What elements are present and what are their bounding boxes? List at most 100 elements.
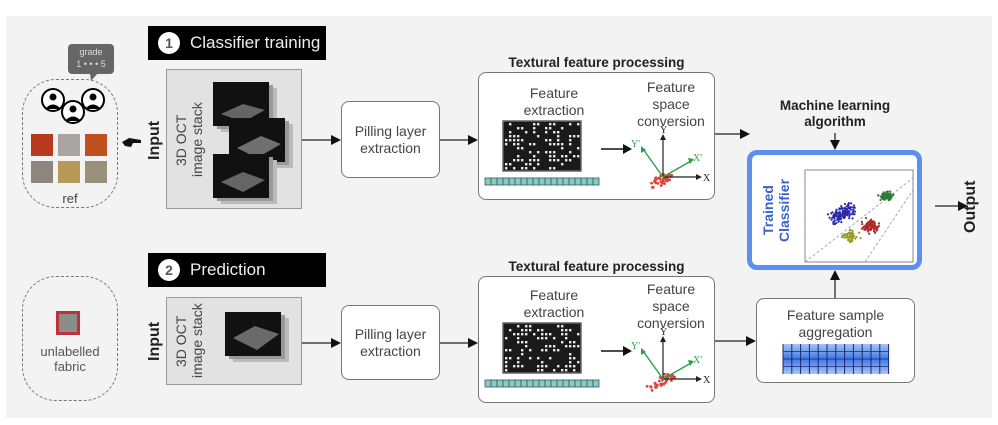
label-line-1: unlabelled bbox=[40, 344, 100, 359]
axis-x-label: X bbox=[703, 375, 711, 386]
label-line-1: Pilling layer bbox=[354, 122, 427, 139]
fabric-swatch bbox=[58, 161, 80, 183]
scatter-point bbox=[839, 215, 842, 218]
scatter-point bbox=[877, 222, 881, 225]
scatter-point bbox=[848, 228, 851, 232]
pilling-extraction-box-top: Pilling layer extraction bbox=[341, 101, 440, 178]
prediction-banner: 2 Prediction bbox=[148, 253, 326, 287]
scatter-point bbox=[864, 216, 868, 220]
scatter-point bbox=[844, 211, 847, 215]
scatter-point bbox=[851, 217, 854, 220]
scatter-point bbox=[841, 210, 845, 213]
scatter-point bbox=[872, 221, 875, 224]
label-line-2: extraction bbox=[523, 304, 585, 320]
pointing-hand-icon bbox=[122, 138, 141, 147]
scatter-point bbox=[851, 206, 855, 209]
label-line-3: conversion bbox=[637, 113, 705, 129]
fabric-swatch bbox=[85, 134, 107, 156]
scatter-point bbox=[832, 221, 835, 224]
scatter-point bbox=[882, 197, 885, 200]
cluster-scatter-plot bbox=[804, 169, 914, 263]
label-line-2: aggregation bbox=[798, 324, 873, 340]
scatter-point bbox=[847, 201, 850, 205]
feature-vector-icon bbox=[484, 177, 600, 186]
textural-heading-bottom: Textural feature processing bbox=[508, 259, 685, 274]
scatter-point bbox=[846, 210, 849, 214]
label-line-1: Feature bbox=[646, 79, 696, 95]
arrow-right-icon bbox=[601, 346, 632, 356]
label-line-1: Feature sample bbox=[786, 307, 885, 323]
feature-extraction-label: Feature extraction bbox=[499, 287, 609, 321]
feature-aggregation-label: Feature sample aggregation bbox=[757, 307, 914, 341]
textural-heading-top: Textural feature processing bbox=[508, 55, 685, 70]
scatter-point bbox=[892, 193, 895, 196]
scatter-point bbox=[835, 212, 838, 215]
scatter-point bbox=[872, 224, 875, 227]
scatter-point bbox=[837, 220, 840, 223]
reference-swatches bbox=[31, 134, 111, 190]
scatter-point bbox=[879, 198, 882, 202]
scatter-point bbox=[838, 213, 841, 216]
axis-y-prime-label: Y' bbox=[631, 341, 640, 352]
oct-stack-box-top: 3D OCT image stack bbox=[166, 69, 302, 209]
scatter-point bbox=[843, 215, 846, 218]
arrow-right-icon bbox=[601, 144, 632, 154]
pca-axes-icon: YXX'Y' bbox=[631, 327, 711, 392]
scatter-point bbox=[852, 208, 855, 211]
scatter-point bbox=[877, 194, 880, 197]
scatter-point bbox=[867, 221, 870, 224]
scatter-point bbox=[851, 210, 855, 213]
scatter-point bbox=[840, 220, 843, 224]
label-line-2: extraction bbox=[360, 139, 421, 156]
classifier-training-banner: 1 Classifier training bbox=[148, 26, 326, 60]
feature-extraction-label: Feature extraction bbox=[499, 85, 609, 119]
scatter-point bbox=[874, 225, 877, 228]
bubble-line-2: 1 • • • 5 bbox=[76, 59, 106, 69]
scatter-point bbox=[843, 202, 847, 206]
scatter-point bbox=[874, 231, 877, 234]
ml-algorithm-label: Machine learning algorithm bbox=[755, 98, 915, 130]
reference-group bbox=[22, 79, 118, 208]
scatter-point bbox=[879, 195, 882, 198]
label-line-2: extraction bbox=[360, 342, 421, 359]
scatter-point bbox=[828, 216, 831, 219]
label-line-2: space bbox=[652, 298, 690, 314]
oct-image-icon bbox=[225, 312, 289, 362]
scatter-point bbox=[848, 213, 851, 216]
label-line-3: conversion bbox=[637, 315, 705, 331]
scatter-point bbox=[885, 194, 888, 197]
scatter-point bbox=[851, 233, 855, 236]
scatter-point bbox=[875, 227, 878, 230]
bubble-line-1: grade bbox=[79, 47, 103, 57]
axis-y-label: Y bbox=[660, 125, 667, 136]
pilling-extraction-box-bottom: Pilling layer extraction bbox=[341, 305, 440, 380]
scatter-point bbox=[851, 213, 855, 216]
scatter-point bbox=[865, 222, 868, 226]
scatter-point bbox=[852, 235, 855, 238]
scatter-point bbox=[835, 209, 838, 213]
scatter-point bbox=[826, 213, 830, 216]
label-line-1: Machine learning bbox=[779, 98, 891, 113]
scatter-point bbox=[830, 218, 833, 221]
scatter-point bbox=[845, 208, 848, 211]
scatter-point bbox=[849, 208, 852, 211]
scatter-point bbox=[833, 217, 836, 220]
banner-title: Classifier training bbox=[190, 33, 321, 52]
label-line-2: space bbox=[652, 96, 690, 112]
scatter-point bbox=[868, 223, 871, 226]
textural-processing-box-top: Feature extraction Feature space convers… bbox=[478, 72, 715, 200]
axis-x-prime-label: X' bbox=[693, 153, 702, 164]
scatter-point bbox=[857, 231, 861, 234]
scatter-point bbox=[877, 224, 880, 227]
unlabelled-fabric-swatch bbox=[56, 311, 80, 335]
oct-image-stack-icon bbox=[213, 82, 293, 204]
scatter-point bbox=[840, 214, 844, 218]
scatter-point bbox=[883, 194, 886, 197]
feature-vector-icon bbox=[484, 379, 600, 388]
scatter-point bbox=[888, 198, 891, 201]
scatter-point bbox=[830, 212, 833, 215]
scatter-point bbox=[853, 210, 857, 213]
scatter-point bbox=[860, 227, 863, 230]
scatter-point bbox=[851, 229, 854, 232]
fabric-swatch bbox=[31, 161, 53, 183]
